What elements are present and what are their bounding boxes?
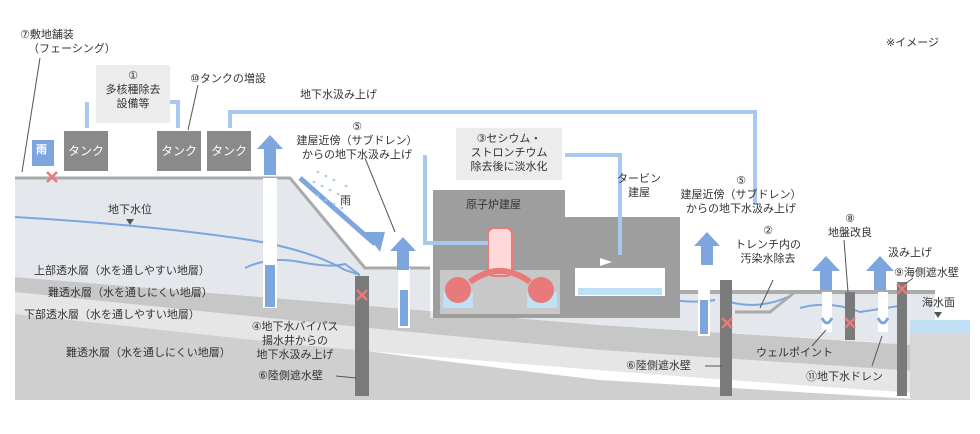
rain-slope-line	[298, 176, 377, 246]
pipe-top-loop	[228, 110, 757, 205]
wellpoint-label: ウェルポイント	[756, 346, 833, 359]
cesium-box: ③セシウム・ ストロンチウム 除去後に淡水化	[456, 128, 562, 180]
drain-well-1	[822, 292, 832, 332]
turbine-building-label: タービン 建屋	[617, 172, 661, 199]
landside-wall-left	[355, 276, 369, 396]
pump-up-label: 汲み上げ	[888, 246, 932, 259]
seawall	[897, 282, 907, 396]
turbine-building	[565, 217, 680, 318]
x-mark-surface	[46, 171, 58, 183]
reactor-flow	[468, 268, 532, 285]
subdrain-left-label: ⑤ 建屋近傍（サブドレン） からの地下水汲み上げ	[296, 120, 418, 161]
layer-lower-permeable	[15, 292, 930, 394]
groundwater-level-line	[14, 216, 361, 276]
ground-improvement-block	[845, 292, 855, 340]
pipe-alps-to-tank	[170, 100, 180, 128]
x-mark-wall-left	[356, 289, 368, 301]
subdrain-left-water	[400, 290, 408, 326]
arrow-top-pump	[257, 135, 283, 175]
facing-label: ⑦敷地舗装 （フェーシング）	[20, 28, 116, 55]
tank-2: タンク	[157, 131, 201, 171]
arrow-subdrain-right	[694, 232, 720, 265]
tank-3: タンク	[207, 131, 251, 171]
layer-impermeable-middle	[15, 277, 930, 372]
bypass-well-water	[265, 265, 275, 307]
sea-level-label: 海水面	[922, 296, 955, 309]
trench-pipe	[735, 290, 796, 314]
ground-improvement-label: ⑧ 地盤改良	[828, 212, 872, 239]
groundwater-pump-top-label: 地下水汲み上げ	[300, 88, 377, 101]
layer-impermeable-bottom	[15, 300, 930, 400]
sea	[910, 320, 970, 334]
rain-icon	[32, 140, 54, 166]
arrow-pump-up	[866, 256, 894, 290]
groundwater-drain-label: ⑪地下水ドレン	[806, 370, 883, 383]
rain-dots	[312, 170, 348, 210]
sea-floor	[910, 334, 970, 400]
x-mark-improvement	[844, 317, 856, 329]
reactor-torus-left	[445, 277, 471, 303]
seawall-label: ⑨海側遮水壁	[894, 266, 959, 279]
reactor-vessel	[487, 227, 513, 277]
layer-impermeable2-label: 難透水層（水を通しにくい地層）	[66, 346, 231, 359]
note-label: ※イメージ	[886, 36, 939, 49]
layer-impermeable1-label: 難透水層（水を通しにくい地層）	[48, 286, 213, 299]
landside-wall-right	[720, 280, 732, 396]
layer-lower-label: 下部透水層（水を通しやすい地層）	[24, 308, 200, 321]
drain-water	[820, 317, 890, 325]
subdrain-right-water	[700, 300, 708, 334]
arrow-subdrain-left	[390, 237, 416, 270]
tank-expansion-label: ⑩タンクの増設	[190, 72, 266, 85]
groundwater-wave-left	[244, 259, 361, 276]
rain-icon-label: 雨	[36, 143, 47, 156]
bypass-label: ④地下水バイパス 揚水井からの 地下水汲み上げ	[251, 320, 339, 361]
reactor-building-label: 原子炉建屋	[466, 198, 521, 211]
sea-level-marker	[934, 312, 942, 318]
leader-lines	[21, 57, 914, 379]
groundwater-level-label: 地下水位	[108, 203, 152, 216]
trench-label: ② トレンチ内の 汚染水除去	[735, 224, 801, 265]
landside-wall-right-label: ⑥陸側遮水壁	[626, 359, 691, 372]
arrow-into-tank-right	[600, 258, 612, 266]
tank-1: タンク	[64, 131, 108, 171]
turbine-water	[578, 288, 662, 295]
reactor-torus-right	[528, 277, 554, 303]
arrow-ground-improvement	[812, 256, 840, 290]
block-marks	[46, 171, 908, 329]
subdrain-right-label: ⑤ 建屋近傍（サブドレン） からの地下水汲み上げ	[680, 174, 802, 215]
rain-label: 雨	[340, 194, 351, 207]
layer-upper-label: 上部透水層（水を通しやすい地層）	[34, 264, 210, 277]
drain-well-2	[878, 292, 888, 332]
pipe-cesium-left	[423, 155, 488, 245]
x-mark-wall-right	[721, 317, 733, 329]
pipe-cesium-right	[565, 153, 622, 255]
landside-wall-left-label: ⑥陸側遮水壁	[258, 369, 323, 382]
gw-level-marker	[126, 219, 134, 225]
x-mark-seawall	[896, 283, 908, 295]
alps-box: ① 多核種除去 設備等	[96, 65, 170, 123]
